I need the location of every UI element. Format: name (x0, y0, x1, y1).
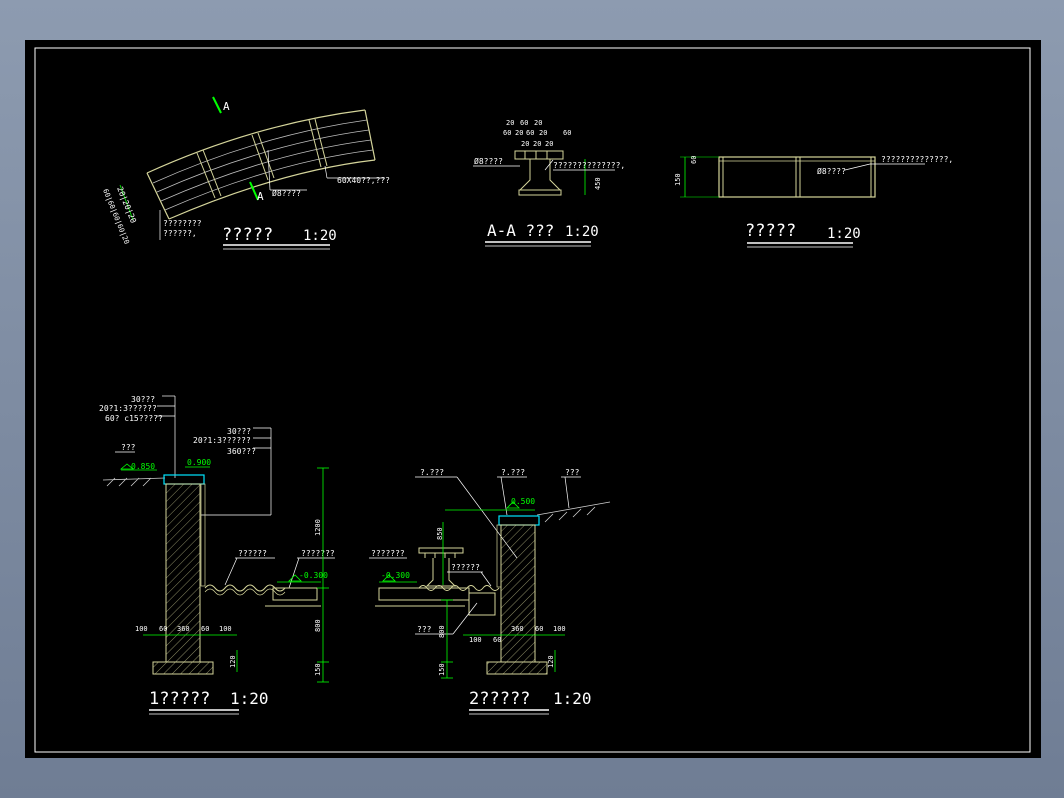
bench-elevation: 150 60 Ø8???? ??????????????, ????? 1:20 (674, 155, 953, 248)
s2-label-top2: ?.??? (501, 468, 525, 477)
s1-dim-1200: 1200 (314, 519, 322, 536)
s2-dim-b5: 100 (553, 625, 566, 633)
s2-title: 2????? (469, 689, 530, 709)
s2-elev-top: 0.500 (511, 497, 535, 506)
curved-bench-plan: A A 20|20|20 60|60|60|60|20 Ø8???? 60X40… (101, 96, 390, 250)
s1-dim-b5: 100 (219, 625, 232, 633)
aa-note-rebar: Ø8???? (474, 156, 503, 166)
s2-scale: 1:20 (553, 689, 592, 708)
s2-dim-850: 850 (436, 527, 444, 540)
aa-dim-row1-3: 20 (534, 119, 542, 127)
aa-dim-row3-2: 20 (533, 140, 541, 148)
elev-note-right: ??????????????, (881, 155, 953, 164)
s2-label-top3: ??? (565, 468, 580, 477)
s2-label-pebble: ?????? (451, 563, 480, 572)
note-bottom: ???????? (163, 219, 202, 228)
s1-elev-top: 0.900 (187, 458, 211, 467)
aa-dim-row1-1: 20 (506, 119, 514, 127)
elev-dim-top: 60 (690, 156, 698, 164)
s1-note-a1: 30??? (131, 395, 155, 404)
s2-dim-800: 800 (438, 625, 446, 638)
s1-dim-b1: 100 (135, 625, 148, 633)
s1-dim-150: 150 (314, 663, 322, 676)
aa-dim-row2-4: 20 (539, 129, 547, 137)
note-rebar-plan: Ø8???? (272, 188, 301, 198)
section-mark-a-top: A (223, 100, 230, 113)
section-1: 30??? 20?1:3?????? 60? c15????? 30??? 20… (99, 395, 335, 715)
s1-dim-800: 800 (314, 619, 322, 632)
s1-elev-water: -0.300 (299, 571, 328, 580)
aa-title: A-A ??? (487, 221, 554, 240)
aa-dim-row2-3: 60 (526, 129, 534, 137)
section-2: ?.??? ?.??? ??? 0.500 850 ??????? ?????? (369, 468, 611, 715)
s2-dim-b2: 60 (493, 636, 501, 644)
aa-scale: 1:20 (565, 224, 599, 240)
note-bottom2: ??????, (163, 229, 197, 238)
s2-label-top1: ?.??? (420, 468, 444, 477)
aa-dim-height: 450 (594, 177, 602, 190)
s2-elev-water: -0.300 (381, 571, 410, 580)
s2-label-left: ??????? (371, 549, 405, 558)
section-a-a: 20 60 20 60 20 60 20 60 20 20 20 450 Ø8?… (473, 119, 625, 247)
s1-label-ground: ??? (121, 443, 136, 452)
outer-frame (34, 47, 1031, 753)
s2-dim-120: 120 (547, 655, 555, 668)
cad-drawing: A A 20|20|20 60|60|60|60|20 Ø8???? 60X40… (34, 47, 1031, 753)
aa-note-right: ??????????????, (553, 161, 625, 170)
s1-scale: 1:20 (230, 689, 269, 708)
s1-dim-b3: 360 (177, 625, 190, 633)
s1-note-b2: 20?1:3?????? (193, 436, 251, 445)
aa-dim-row3-1: 20 (521, 140, 529, 148)
s1-note-b1: 30??? (227, 427, 251, 436)
elev-dim-left: 150 (674, 173, 682, 186)
s1-label-pebble: ?????? (238, 549, 267, 558)
section-mark-a-bottom: A (257, 190, 264, 203)
drawing-canvas: A A 20|20|20 60|60|60|60|20 Ø8???? 60X40… (25, 40, 1041, 758)
s1-note-a3: 60? c15????? (105, 414, 163, 423)
s1-dim-b2: 60 (159, 625, 167, 633)
s1-note-b3: 360??? (227, 447, 256, 456)
s1-note-a2: 20?1:3?????? (99, 404, 157, 413)
aa-dim-row2-1: 60 (503, 129, 511, 137)
s1-title: 1????? (149, 689, 210, 709)
plan-scale: 1:20 (303, 228, 337, 244)
s2-dim-150: 150 (438, 663, 446, 676)
s1-elev-ground: 0.850 (131, 462, 155, 471)
aa-dim-row2-2: 20 (515, 129, 523, 137)
plan-title: ????? (222, 225, 273, 245)
elev-scale: 1:20 (827, 226, 861, 242)
aa-dim-row1-2: 60 (520, 119, 528, 127)
s2-dim-b4: 60 (535, 625, 543, 633)
aa-dim-row2-5: 60 (563, 129, 571, 137)
elev-title: ????? (745, 221, 796, 241)
note-wood: 60X40??,??? (337, 176, 390, 185)
elev-note-rebar: Ø8???? (817, 166, 846, 176)
s2-label-bottom: ??? (417, 625, 432, 634)
aa-dim-row3-3: 20 (545, 140, 553, 148)
s2-dim-b1: 100 (469, 636, 482, 644)
s1-dim-120: 120 (229, 655, 237, 668)
s2-dim-b3: 360 (511, 625, 524, 633)
s1-dim-b4: 60 (201, 625, 209, 633)
s1-label-water: ??????? (301, 549, 335, 558)
